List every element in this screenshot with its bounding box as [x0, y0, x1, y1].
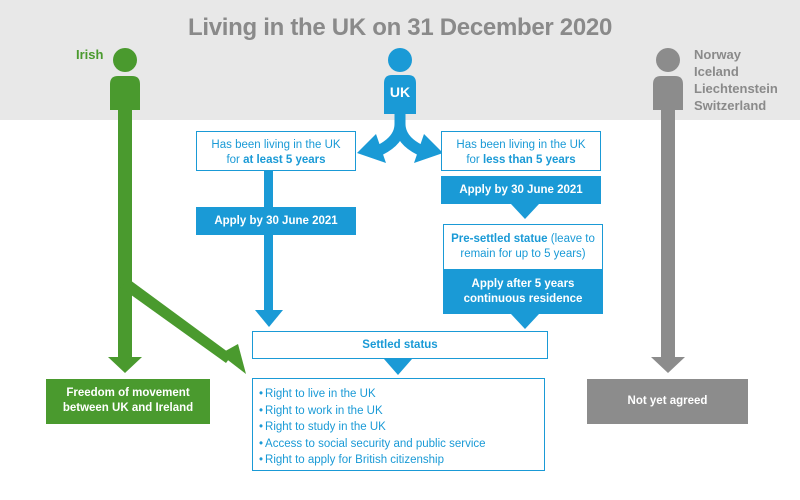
left-connector-1 [264, 171, 273, 207]
right-arrow-settled [511, 314, 539, 329]
box-apply-after-5-years: Apply after 5 years continuous residence [443, 270, 603, 314]
box-living-under-5-line1: Has been living in the UK [456, 139, 586, 151]
settled-arrow-rights [384, 359, 412, 375]
rights-item: Right to apply for British citizenship [259, 452, 544, 469]
eea-country: Switzerland [694, 98, 767, 113]
irish-arrow-freedom [108, 357, 142, 373]
eea-person-icon [653, 48, 683, 110]
uk-person-icon [384, 48, 416, 114]
uk-label: UK [389, 84, 411, 100]
box-pre-settled-status: Pre-settled statue (leave to remain for … [443, 224, 603, 270]
eea-country: Iceland [694, 64, 739, 79]
rights-item: Access to social security and public ser… [259, 436, 544, 453]
rights-item: Right to work in the UK [259, 403, 544, 420]
irish-label: Irish [76, 47, 104, 62]
rights-item: Right to live in the UK [259, 386, 544, 403]
box-settled-status: Settled status [252, 331, 548, 359]
eea-arrow [651, 357, 685, 373]
irish-line [118, 110, 132, 358]
eea-country: Norway [694, 47, 741, 62]
box-apply-by-june-right: Apply by 30 June 2021 [441, 176, 601, 204]
eea-line [661, 110, 675, 358]
eea-country-list: Norway Iceland Liechtenstein Switzerland [694, 46, 778, 114]
eea-country: Liechtenstein [694, 81, 778, 96]
irish-arrow-rights [220, 344, 246, 374]
fork-right-arrow [414, 134, 443, 163]
box-not-yet-agreed: Not yet agreed [587, 379, 748, 424]
box-living-under-5: Has been living in the UK for less than … [441, 131, 601, 171]
diagram-title: Living in the UK on 31 December 2020 [187, 14, 612, 41]
left-arrow-settled [255, 310, 283, 327]
fork-left-arrow [357, 134, 386, 163]
box-freedom-of-movement: Freedom of movement between UK and Irela… [46, 379, 210, 424]
box-living-5-plus-line2: for at least 5 years [226, 154, 326, 166]
box-rights-list: Right to live in the UK Right to work in… [252, 378, 545, 471]
box-apply-by-june-left: Apply by 30 June 2021 [196, 207, 356, 235]
rights-item: Right to study in the UK [259, 419, 544, 436]
right-arrow-presettled [511, 204, 539, 219]
fork-right-line [394, 114, 423, 155]
box-living-5-plus-line1: Has been living in the UK [211, 139, 341, 151]
irish-diagonal-line [120, 280, 232, 363]
box-living-5-plus: Has been living in the UK for at least 5… [196, 131, 356, 171]
left-connector-2 [264, 235, 273, 311]
box-living-under-5-line2: for less than 5 years [466, 154, 576, 166]
irish-person-icon [110, 48, 140, 110]
